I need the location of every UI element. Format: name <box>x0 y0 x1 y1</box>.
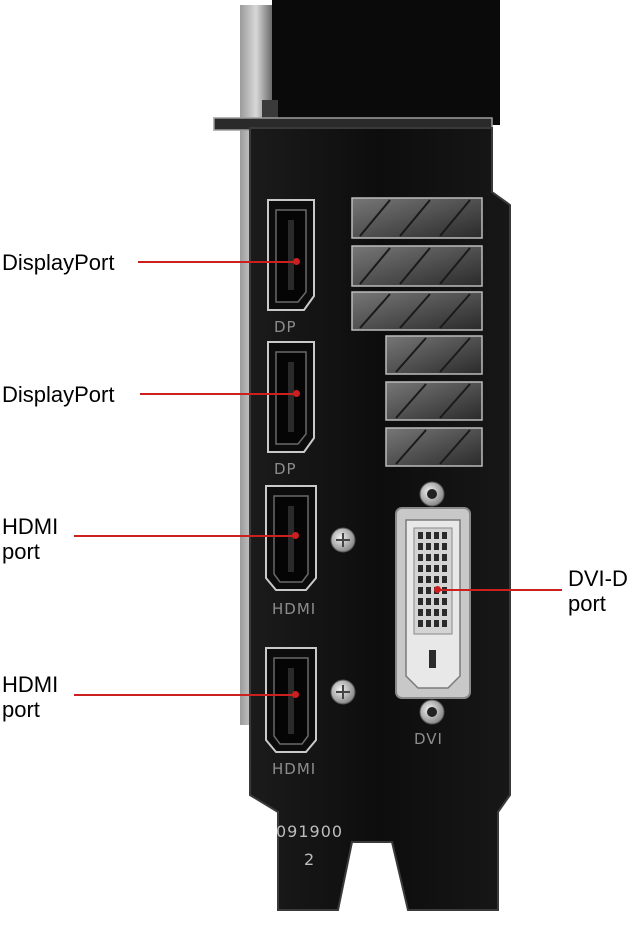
leader-line-hdmi-1 <box>74 535 296 537</box>
leader-dot-dvi-d <box>434 586 441 593</box>
hdmi-connector-1 <box>265 485 317 591</box>
dp-marking-2: DP <box>274 460 297 478</box>
dp-marking-1: DP <box>274 318 297 336</box>
vent-grille <box>351 197 483 467</box>
leader-line-displayport-2 <box>140 393 296 395</box>
leader-dot-displayport-1 <box>293 258 300 265</box>
serial-number-line1: 091900 <box>276 822 344 841</box>
displayport-connector-1 <box>267 199 315 311</box>
callout-hdmi-1: HDMI port <box>2 514 59 564</box>
leader-dot-hdmi-2 <box>292 691 299 698</box>
hdmi-marking-1: HDMI <box>272 600 317 618</box>
screw-hdmi-upper <box>330 527 356 553</box>
serial-number-line2: 2 <box>304 850 316 869</box>
leader-dot-hdmi-1 <box>292 532 299 539</box>
hdmi-connector-2 <box>265 647 317 753</box>
dvi-marking: DVI <box>414 730 443 748</box>
dvi-d-connector <box>395 481 471 725</box>
leader-dot-displayport-2 <box>293 390 300 397</box>
hdmi-marking-2: HDMI <box>272 760 317 778</box>
callout-dvi-d: DVI-D port <box>568 566 628 616</box>
screw-hdmi-lower <box>330 679 356 705</box>
leader-line-dvi-d <box>438 589 562 591</box>
leader-line-hdmi-2 <box>74 694 296 696</box>
leader-line-displayport-1 <box>138 261 296 263</box>
callout-displayport-1: DisplayPort <box>2 250 115 275</box>
displayport-connector-2 <box>267 341 315 453</box>
callout-hdmi-2: HDMI port <box>2 672 59 722</box>
callout-displayport-2: DisplayPort <box>2 382 115 407</box>
